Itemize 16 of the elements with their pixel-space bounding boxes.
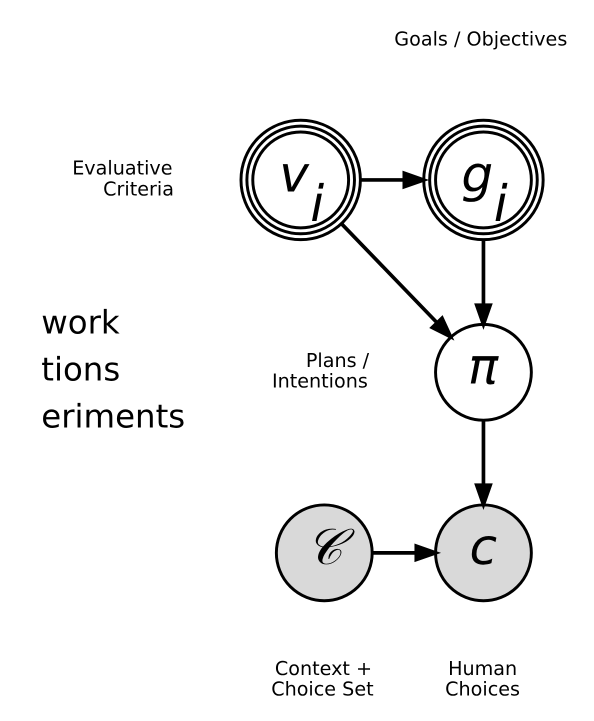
node-label: Context + Choice Set [271,657,374,701]
node-label: Plans / Intentions [272,348,370,393]
node-label: Evaluative Criteria [72,156,174,200]
node-circle: π [434,322,533,422]
node-label: Goals / Objectives [394,28,568,51]
label: tions [41,350,120,389]
label: eriments [41,398,186,436]
arrow [474,240,493,330]
arrow [360,170,430,190]
arrow [340,222,454,341]
node-label: Human Choices [445,657,520,701]
node-circle: c [434,503,533,602]
node-circle: 𝒞 [274,503,374,602]
arrow [372,544,442,562]
label: work [41,303,120,342]
arrow [474,420,493,510]
